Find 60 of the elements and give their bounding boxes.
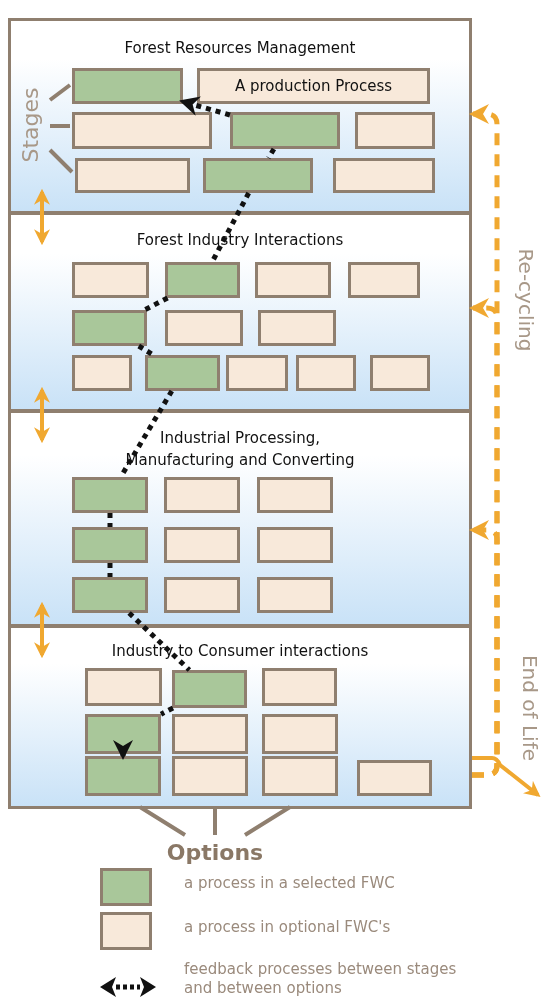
process-box: [172, 756, 248, 796]
stage-title: Forest Resources Management: [124, 39, 356, 57]
process-box: [262, 668, 337, 706]
process-box: [172, 714, 248, 754]
process-box: [165, 262, 240, 298]
process-box: [262, 714, 338, 754]
arrow: [34, 188, 50, 246]
arrow: [34, 601, 50, 659]
process-box: [226, 355, 288, 391]
process-box: [257, 577, 333, 613]
process-box: [203, 158, 313, 193]
process-box: [72, 310, 147, 346]
process-box: [262, 756, 338, 796]
process-box: [85, 756, 161, 796]
process-box: [72, 68, 183, 104]
process-box: [75, 158, 190, 193]
arrow: [469, 520, 500, 778]
arrow: [34, 386, 50, 444]
process-box: [72, 527, 148, 563]
process-box: [145, 355, 220, 391]
process-box: [85, 668, 162, 706]
process-box: [165, 310, 243, 346]
process-box: [348, 262, 420, 298]
process-box: [355, 112, 435, 149]
stage-title: Industrial Processing, Manufacturing and Converting: [125, 429, 355, 469]
process-box: [296, 355, 356, 391]
process-box: [72, 477, 148, 513]
process-box: [164, 577, 240, 613]
stage-band: [8, 212, 472, 412]
stage-title: Industry to Consumer interactions: [111, 642, 369, 660]
process-box: [72, 112, 212, 149]
flow-label: Re-cycling: [514, 248, 538, 352]
stage-band: [8, 625, 472, 809]
flow-label: End of Life: [518, 655, 542, 761]
legend-text: feedback processes between stages and between options: [184, 960, 458, 998]
process-box: [257, 477, 333, 513]
arrow: [113, 740, 133, 760]
process-box: [255, 262, 331, 298]
process-box: [72, 577, 148, 613]
process-box: [85, 714, 161, 754]
process-box: [370, 355, 430, 391]
process-box: [72, 262, 149, 298]
process-box: [164, 527, 240, 563]
process-box: [257, 527, 333, 563]
process-box: A production Process: [197, 68, 430, 104]
options-label: Options: [166, 839, 264, 865]
process-box: [230, 112, 340, 149]
stage-band: [8, 410, 472, 627]
process-box: [72, 355, 132, 391]
legend-text: a process in a selected FWC: [184, 874, 395, 892]
process-box: [172, 670, 247, 708]
stage-title: Forest Industry Interactions: [136, 231, 344, 249]
process-box: [258, 310, 336, 346]
stage-band: [8, 18, 472, 214]
axis-label: Stages: [17, 87, 43, 163]
process-box: [333, 158, 435, 193]
arrow: [472, 756, 541, 797]
process-box: [164, 477, 240, 513]
legend-text: a process in optional FWC's: [184, 918, 391, 936]
process-box: [357, 760, 432, 796]
